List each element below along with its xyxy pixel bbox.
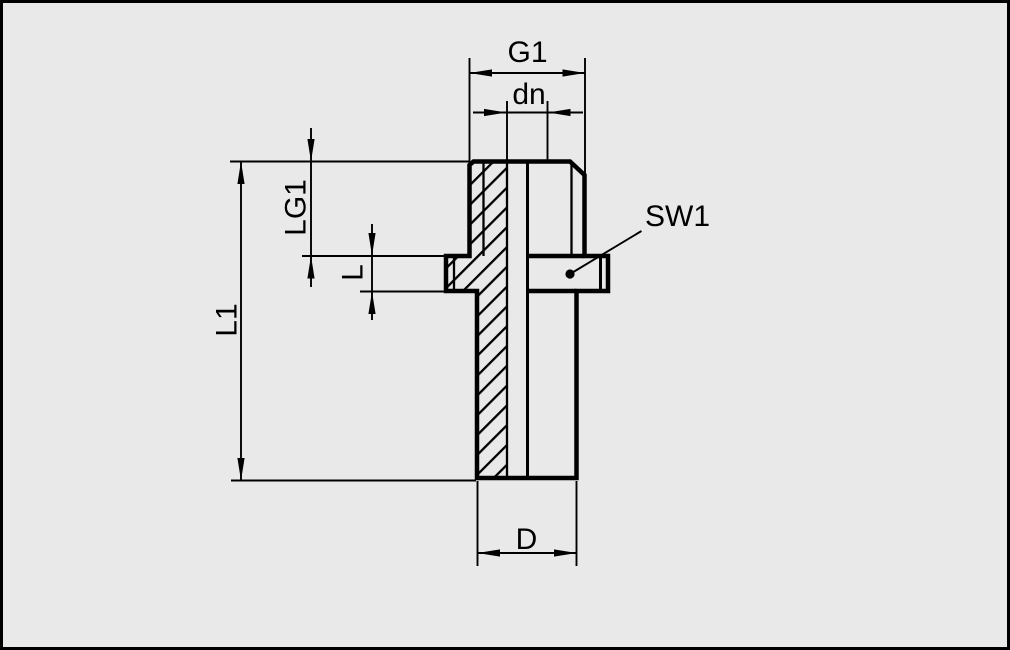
sw1-leader-line <box>569 230 642 275</box>
section-hatch-area <box>445 161 507 478</box>
dimension-label-g1: G1 <box>507 36 547 69</box>
dimension-l: L <box>337 224 445 320</box>
arrowhead <box>368 233 376 256</box>
callout-sw1: SW1 <box>565 200 710 279</box>
arrowhead <box>237 458 245 481</box>
dimension-d: D <box>476 481 578 566</box>
arrowhead <box>368 291 376 314</box>
dimension-g1: G1 <box>468 36 586 176</box>
sw1-leader-dot <box>565 269 575 279</box>
dimension-label-l: L <box>337 264 370 281</box>
dimension-l1: L1 <box>211 160 476 482</box>
arrowhead <box>548 108 571 117</box>
part-outline <box>443 159 611 481</box>
arrowhead <box>562 69 585 77</box>
arrowhead <box>307 256 315 279</box>
dimension-label-dn: dn <box>512 78 545 111</box>
dimension-label-d: D <box>516 523 538 556</box>
dimension-label-sw1: SW1 <box>645 200 710 233</box>
dimension-label-lg1: LG1 <box>280 179 313 236</box>
arrowhead <box>237 161 245 184</box>
dimension-label-l1: L1 <box>211 303 244 336</box>
dimension-dn: dn <box>473 78 583 160</box>
part-cross-section <box>443 159 611 481</box>
arrowhead <box>554 549 577 557</box>
arrowhead <box>477 549 500 557</box>
arrowhead <box>484 108 507 117</box>
dimension-lg1: LG1 <box>280 128 446 287</box>
arrowhead <box>307 139 315 162</box>
arrowhead <box>469 69 492 77</box>
